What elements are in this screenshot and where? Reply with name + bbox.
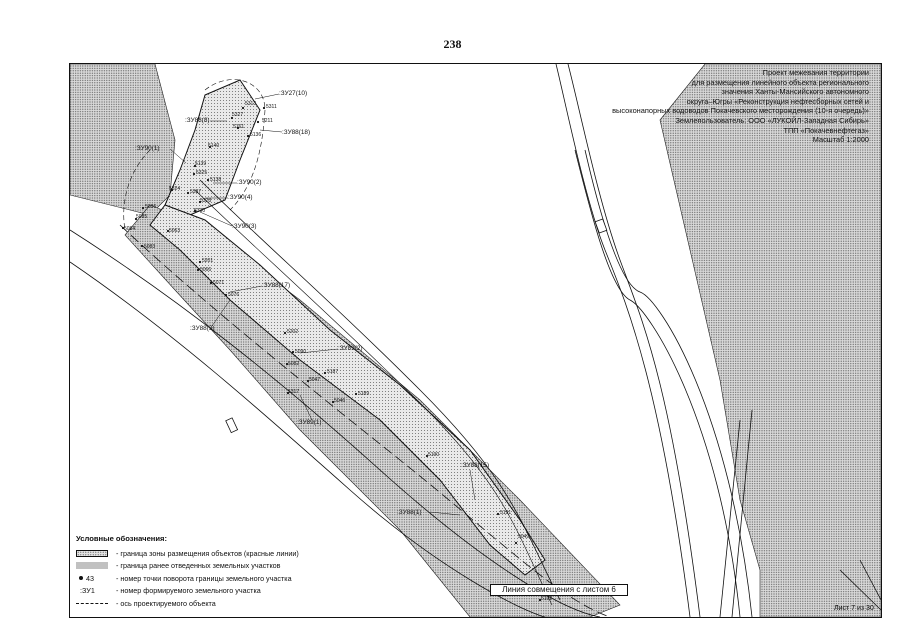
parcel-label: :ЗУ90(3) [232,223,257,230]
legend-item-text: - ось проектируемого объекта [116,598,216,608]
point-label: 5189 [358,391,370,397]
legend-item: - граница зоны размещения объектов (крас… [76,547,366,560]
point-label: 5136 [250,132,262,138]
parcel-label: :ЗУ88(17) [262,282,291,289]
point-label: 5063 [169,228,181,234]
parcel-label: :ЗУ90(1) [135,145,160,152]
point-label: 5049 [518,534,530,540]
parcel-label: :ЗУ88(15) [461,462,490,469]
point-label: 5191 [500,510,512,516]
point-label: 5187 [327,369,339,375]
prev-parcel-upper-left [70,64,176,216]
parcel-label: :ЗУ88(1) [397,509,422,516]
title-block: Проект межевания территории для размещен… [529,68,869,145]
legend-item: - граница ранее отведенных земельных уча… [76,560,366,573]
parcel-label: :ЗУ90(4) [228,194,253,201]
point-label: 5066 [200,267,212,273]
legend-item: - ось проектируемого объекта [76,597,366,610]
point-label: 5085 [136,214,148,220]
legend-title: Условные обозначения: [76,534,168,543]
point-label: 5190 [428,452,440,458]
page-number: 238 [443,37,462,51]
structure-marker-1 [594,218,608,234]
point-label: 5139 [195,161,207,167]
point-label: 5047 [309,377,321,383]
point-label: 5202 [287,329,299,335]
parcel-label: :ЗУ88(18) [282,129,311,136]
tpp-name: ТПП «Покачевнефтегаз» [783,125,869,135]
legend: Условные обозначения: - граница зоны раз… [76,534,366,610]
point-label: 5317 [288,389,300,395]
land-user: Землепользователь: ООО «ЛУКОЙЛ-Западная … [675,115,869,125]
scale: Масштаб 1:2000 [812,135,869,145]
point-label: 5046 [334,398,346,404]
title-line: высоконапорных водоводов Покачевского ме… [612,106,869,116]
legend-item-text: - граница зоны размещения объектов (крас… [116,548,299,558]
title-line: Проект межевания территории [762,68,869,77]
structure-marker-2 [225,417,239,434]
red-lines-zone-upper [164,79,261,216]
point-label: 5337 [190,189,202,195]
point-label: 5083 [144,244,156,250]
point-label: 5071 [213,280,225,286]
point-label: 5330 [194,208,206,214]
title-line: значения Ханты-Мансийского автономного [721,87,869,97]
parcel-label: :ЗУ89(1) [297,419,322,426]
point-dot-icon [79,576,83,581]
legend-item-text: - номер точки поворота границы земельног… [116,573,292,583]
legend-symbol-text: 43 [86,573,94,583]
parcel-label: :ЗУ88(3) [190,325,215,332]
red-lines-swatch [76,549,108,557]
point-label: 5327 [232,112,244,118]
red-lines-zone-corridor [149,204,546,576]
point-label: 5201 [202,258,214,264]
parcel-label: :ЗУ89(2) [338,345,363,352]
point-label: 5325 [196,170,208,176]
point-label: 5082 [288,361,300,367]
point-label: 5192 [541,596,553,602]
point-label: 5140 [208,143,220,149]
axis-line-swatch [76,602,108,604]
parcel-label: :ЗУ88(8) [185,117,210,124]
point-label: 5211 [262,118,273,124]
point-label: 5328 [200,198,212,204]
point-label: 5311 [266,104,277,110]
parcel-label: :ЗУ90(2) [237,179,262,186]
point-label: 5086 [145,204,157,210]
legend-item-text: - граница ранее отведенных земельных уча… [116,561,281,571]
point-label: 5161 [233,124,245,130]
point-label: 5324 [169,186,181,192]
point-label: 5138 [210,177,222,183]
point-label: 5313 [245,101,257,107]
prev-parcel-right [659,64,881,617]
previous-parcels-swatch [76,562,108,570]
parcel-label: :ЗУ27(10) [279,90,308,97]
point-label: 5090 [295,349,307,355]
legend-symbol-text: :ЗУ1 [80,586,95,596]
legend-item: 43 - номер точки поворота границы земель… [76,572,366,585]
legend-item: :ЗУ1 - номер формируемого земельного уча… [76,585,366,598]
point-label: 5084 [124,226,136,232]
sheet-number: Лист 7 из 30 [834,605,874,612]
match-line-label: Линия совмещения с листом 6 [490,584,628,596]
turning-points [121,106,542,602]
legend-item-text: - номер формируемого земельного участка [116,586,261,596]
point-label: 5076 [228,292,240,298]
title-line: округа–Югры «Реконструкция нефтесборных … [686,96,869,106]
title-line: для размещения линейного объекта региона… [691,77,869,87]
